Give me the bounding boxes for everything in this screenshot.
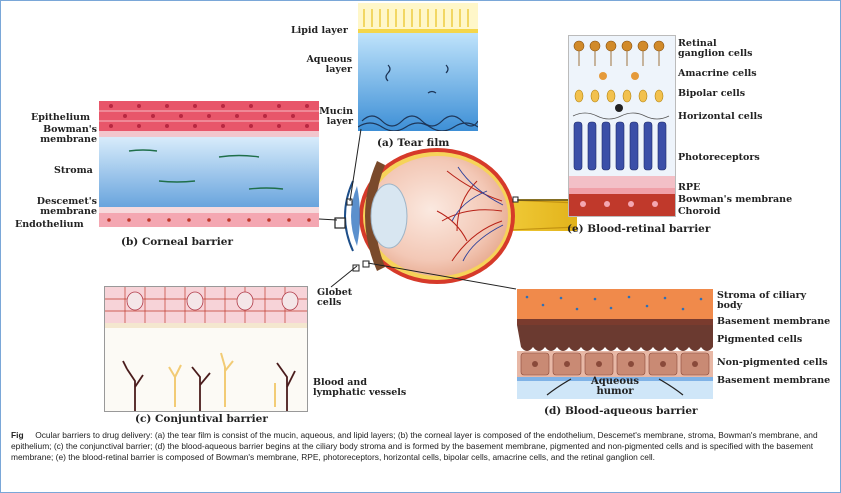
aqueous-label-basement-top: Basement membrane [717, 317, 830, 327]
conjunctival-label-vessels-text: Blood and lymphatic vessels [313, 377, 406, 398]
aqueous-label-pigmented: Pigmented cells [717, 335, 802, 345]
blood-retinal-caption-text: Blood-retinal barrier [587, 223, 710, 235]
conjunctival-label-globet-text: Globet cells [317, 287, 352, 308]
aqueous-label-stroma-text: Stroma of ciliary body [717, 290, 806, 311]
retinal-label-bowman: Bowman's membrane [678, 195, 792, 205]
figure-caption: Fig Ocular barriers to drug delivery: (a… [11, 430, 831, 463]
retinal-label-choroid: Choroid [678, 207, 720, 217]
figure-caption-lead: Fig [11, 430, 24, 440]
blood-retinal-diagram [568, 35, 676, 217]
aqueous-label-nonpigmented: Non-pigmented cells [717, 358, 828, 368]
retinal-label-ganglion-text: Retinal ganglion cells [678, 38, 753, 59]
blood-aqueous-caption-letter: (d) [544, 405, 561, 417]
conjunctival-label-globet: Globet cells [317, 288, 363, 308]
retinal-label-photoreceptors: Photoreceptors [678, 153, 760, 163]
retinal-label-bipolar: Bipolar cells [678, 89, 745, 99]
retinal-label-amacrine: Amacrine cells [678, 69, 757, 79]
conjunctival-label-vessels: Blood and lymphatic vessels [313, 378, 407, 398]
figure-caption-text: Ocular barriers to drug delivery: (a) th… [11, 430, 818, 462]
retinal-label-rpe: RPE [678, 183, 700, 193]
conjunctival-diagram [104, 286, 308, 412]
blood-aqueous-caption: (d) Blood-aqueous barrier [544, 405, 698, 417]
blood-retinal-caption: (e) Blood-retinal barrier [567, 223, 710, 235]
conjunctival-caption-letter: (c) [135, 413, 151, 425]
blood-aqueous-inner-label: Aqueous humor [587, 377, 643, 397]
blood-aqueous-inner-label-text: Aqueous humor [591, 376, 639, 397]
retinal-label-ganglion: Retinal ganglion cells [678, 39, 758, 59]
aqueous-label-stroma: Stroma of ciliary body [717, 291, 827, 311]
retinal-label-horizontal: Horizontal cells [678, 112, 762, 122]
conjunctival-caption: (c) Conjuntival barrier [135, 413, 268, 425]
blood-aqueous-caption-text: Blood-aqueous barrier [565, 405, 698, 417]
blood-retinal-caption-letter: (e) [567, 223, 584, 235]
conjunctival-caption-text: Conjuntival barrier [155, 413, 268, 425]
blood-aqueous-diagram: Aqueous humor [517, 289, 713, 399]
aqueous-label-basement-bottom: Basement membrane [717, 376, 830, 386]
